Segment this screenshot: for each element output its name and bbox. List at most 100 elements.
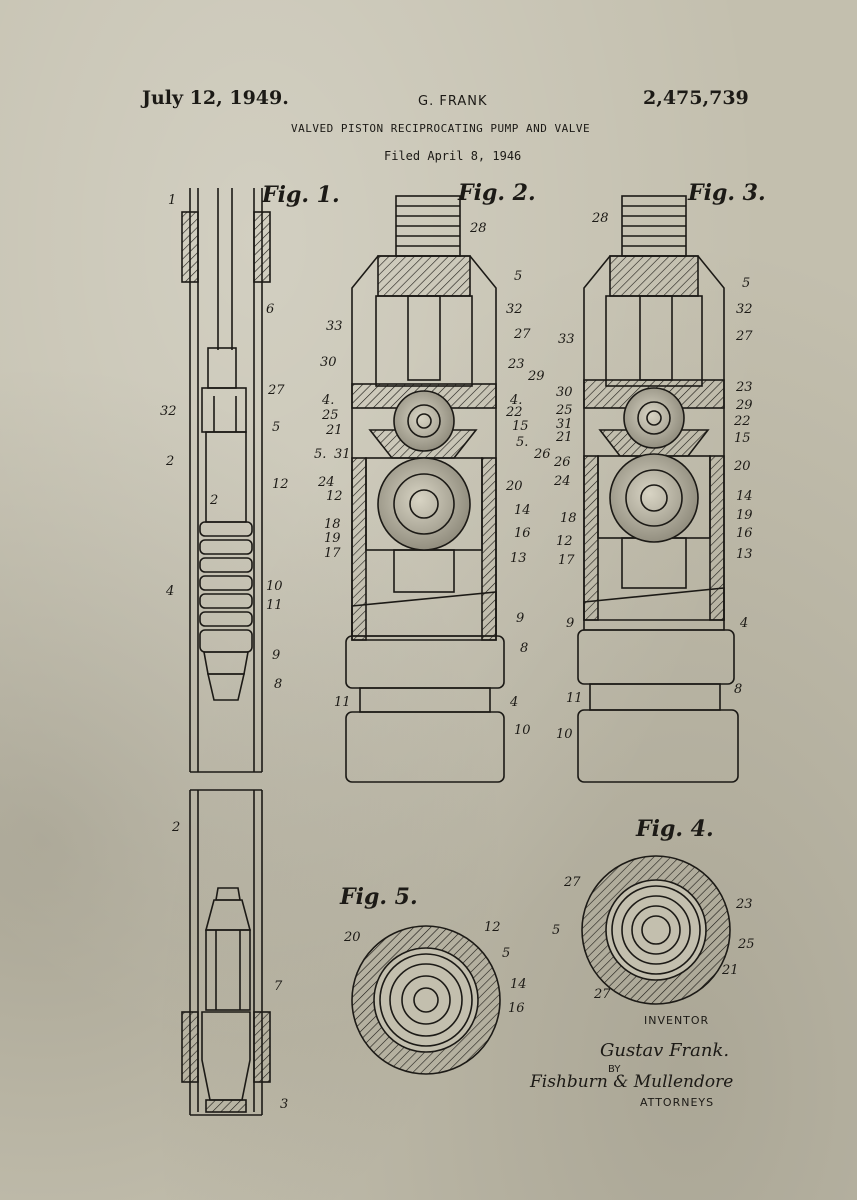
fig3-ref-numbers: 28 5 32 33 27 30 23 25 29 31 22 21 15 26… — [553, 211, 753, 742]
filed-date: Filed April 8, 1946 — [384, 149, 522, 163]
svg-text:27: 27 — [593, 987, 611, 1002]
fig1-ref-numbers: 1 6 27 32 5 2 12 2 4 10 11 9 8 — [160, 193, 289, 692]
fig1-upper-tube — [181, 188, 271, 773]
fig2-lower-ball — [377, 457, 471, 551]
svg-text:12: 12 — [326, 489, 343, 504]
svg-text:23: 23 — [735, 897, 753, 912]
svg-text:17: 17 — [558, 553, 575, 568]
svg-text:17: 17 — [324, 546, 341, 561]
svg-text:20: 20 — [733, 459, 751, 474]
svg-text:1: 1 — [168, 193, 176, 208]
svg-text:4: 4 — [509, 695, 518, 710]
svg-text:32: 32 — [506, 302, 523, 317]
svg-text:12: 12 — [556, 534, 573, 549]
svg-text:26: 26 — [533, 447, 551, 462]
svg-text:6: 6 — [266, 302, 274, 317]
svg-text:5.: 5. — [314, 447, 326, 462]
svg-text:2: 2 — [165, 454, 174, 469]
svg-text:5: 5 — [742, 276, 750, 291]
svg-text:19: 19 — [736, 508, 753, 523]
inventor-label: INVENTOR — [644, 1014, 710, 1027]
fig5-ref-numbers: 20 12 5 14 16 — [343, 920, 527, 1016]
svg-text:32: 32 — [160, 404, 177, 419]
svg-text:13: 13 — [510, 551, 527, 566]
svg-text:19: 19 — [324, 531, 341, 546]
fig4-ref-numbers: 27 23 5 25 21 27 — [552, 875, 755, 1002]
fig3-lower-ball — [609, 453, 699, 543]
svg-text:8: 8 — [520, 641, 528, 656]
svg-text:12: 12 — [272, 477, 289, 492]
fig2-ref-numbers: 28 5 33 32 27 30 23 29 4. 4. 25 22 21 15… — [314, 221, 551, 738]
svg-text:27: 27 — [513, 327, 531, 342]
svg-text:29: 29 — [735, 398, 753, 413]
svg-text:21: 21 — [721, 963, 739, 978]
svg-text:15: 15 — [512, 419, 529, 434]
svg-text:9: 9 — [272, 648, 280, 663]
svg-text:33: 33 — [558, 332, 575, 347]
svg-text:16: 16 — [514, 526, 531, 541]
svg-text:7: 7 — [274, 979, 283, 994]
svg-text:21: 21 — [555, 430, 573, 445]
attorney-signature: Fishburn & Mullendore — [530, 1072, 734, 1092]
patent-date: July 12, 1949. — [142, 87, 289, 109]
svg-text:5: 5 — [552, 923, 560, 938]
patent-title: VALVED PISTON RECIPROCATING PUMP AND VAL… — [291, 122, 591, 135]
svg-text:29: 29 — [527, 369, 545, 384]
svg-text:27: 27 — [563, 875, 581, 890]
svg-text:4: 4 — [739, 616, 748, 631]
svg-text:27: 27 — [735, 329, 753, 344]
svg-text:30: 30 — [556, 385, 573, 400]
svg-text:14: 14 — [514, 503, 531, 518]
svg-text:28: 28 — [469, 221, 487, 236]
svg-text:14: 14 — [510, 977, 527, 992]
svg-text:5: 5 — [514, 269, 522, 284]
fig5-label: Fig. 5. — [340, 884, 418, 910]
svg-text:24: 24 — [553, 474, 571, 489]
svg-text:16: 16 — [508, 1001, 525, 1016]
svg-text:15: 15 — [734, 431, 751, 446]
svg-text:18: 18 — [560, 511, 577, 526]
svg-text:10: 10 — [514, 723, 531, 738]
svg-text:32: 32 — [736, 302, 753, 317]
svg-text:25: 25 — [737, 937, 755, 952]
by-label: BY — [608, 1064, 621, 1075]
svg-text:4.: 4. — [321, 393, 334, 408]
svg-text:25: 25 — [555, 403, 573, 418]
svg-text:14: 14 — [736, 489, 753, 504]
svg-text:9: 9 — [566, 616, 574, 631]
svg-text:5: 5 — [272, 420, 280, 435]
attorneys-label: ATTORNEYS — [640, 1096, 715, 1109]
svg-text:18: 18 — [324, 517, 341, 532]
svg-text:13: 13 — [736, 547, 753, 562]
inventor-name-header: G. FRANK — [418, 94, 488, 109]
svg-text:10: 10 — [266, 579, 283, 594]
svg-text:16: 16 — [736, 526, 753, 541]
svg-text:8: 8 — [274, 677, 282, 692]
svg-text:12: 12 — [484, 920, 501, 935]
fig3-label: Fig. 3. — [688, 180, 766, 206]
svg-text:11: 11 — [566, 691, 583, 706]
patent-number: 2,475,739 — [643, 87, 749, 109]
svg-text:30: 30 — [320, 355, 337, 370]
svg-text:22: 22 — [733, 414, 751, 429]
svg-text:23: 23 — [507, 357, 525, 372]
svg-text:4.: 4. — [509, 393, 522, 408]
svg-text:2: 2 — [209, 493, 218, 508]
svg-text:31: 31 — [556, 417, 573, 432]
fig4-cross-section — [581, 855, 731, 1005]
svg-text:3: 3 — [280, 1097, 288, 1112]
svg-text:20: 20 — [505, 479, 523, 494]
inventor-signature: Gustav Frank. — [600, 1040, 730, 1061]
fig3-upper-ball — [623, 387, 685, 449]
svg-text:8: 8 — [734, 682, 742, 697]
svg-text:26: 26 — [553, 455, 571, 470]
svg-text:5: 5 — [502, 946, 510, 961]
fig2-piston-section — [345, 195, 505, 783]
svg-text:33: 33 — [326, 319, 343, 334]
svg-text:21: 21 — [325, 423, 343, 438]
svg-text:5.: 5. — [516, 435, 528, 450]
fig1-lower-tube — [181, 789, 271, 1116]
svg-text:4: 4 — [165, 584, 174, 599]
svg-text:22: 22 — [505, 405, 523, 420]
